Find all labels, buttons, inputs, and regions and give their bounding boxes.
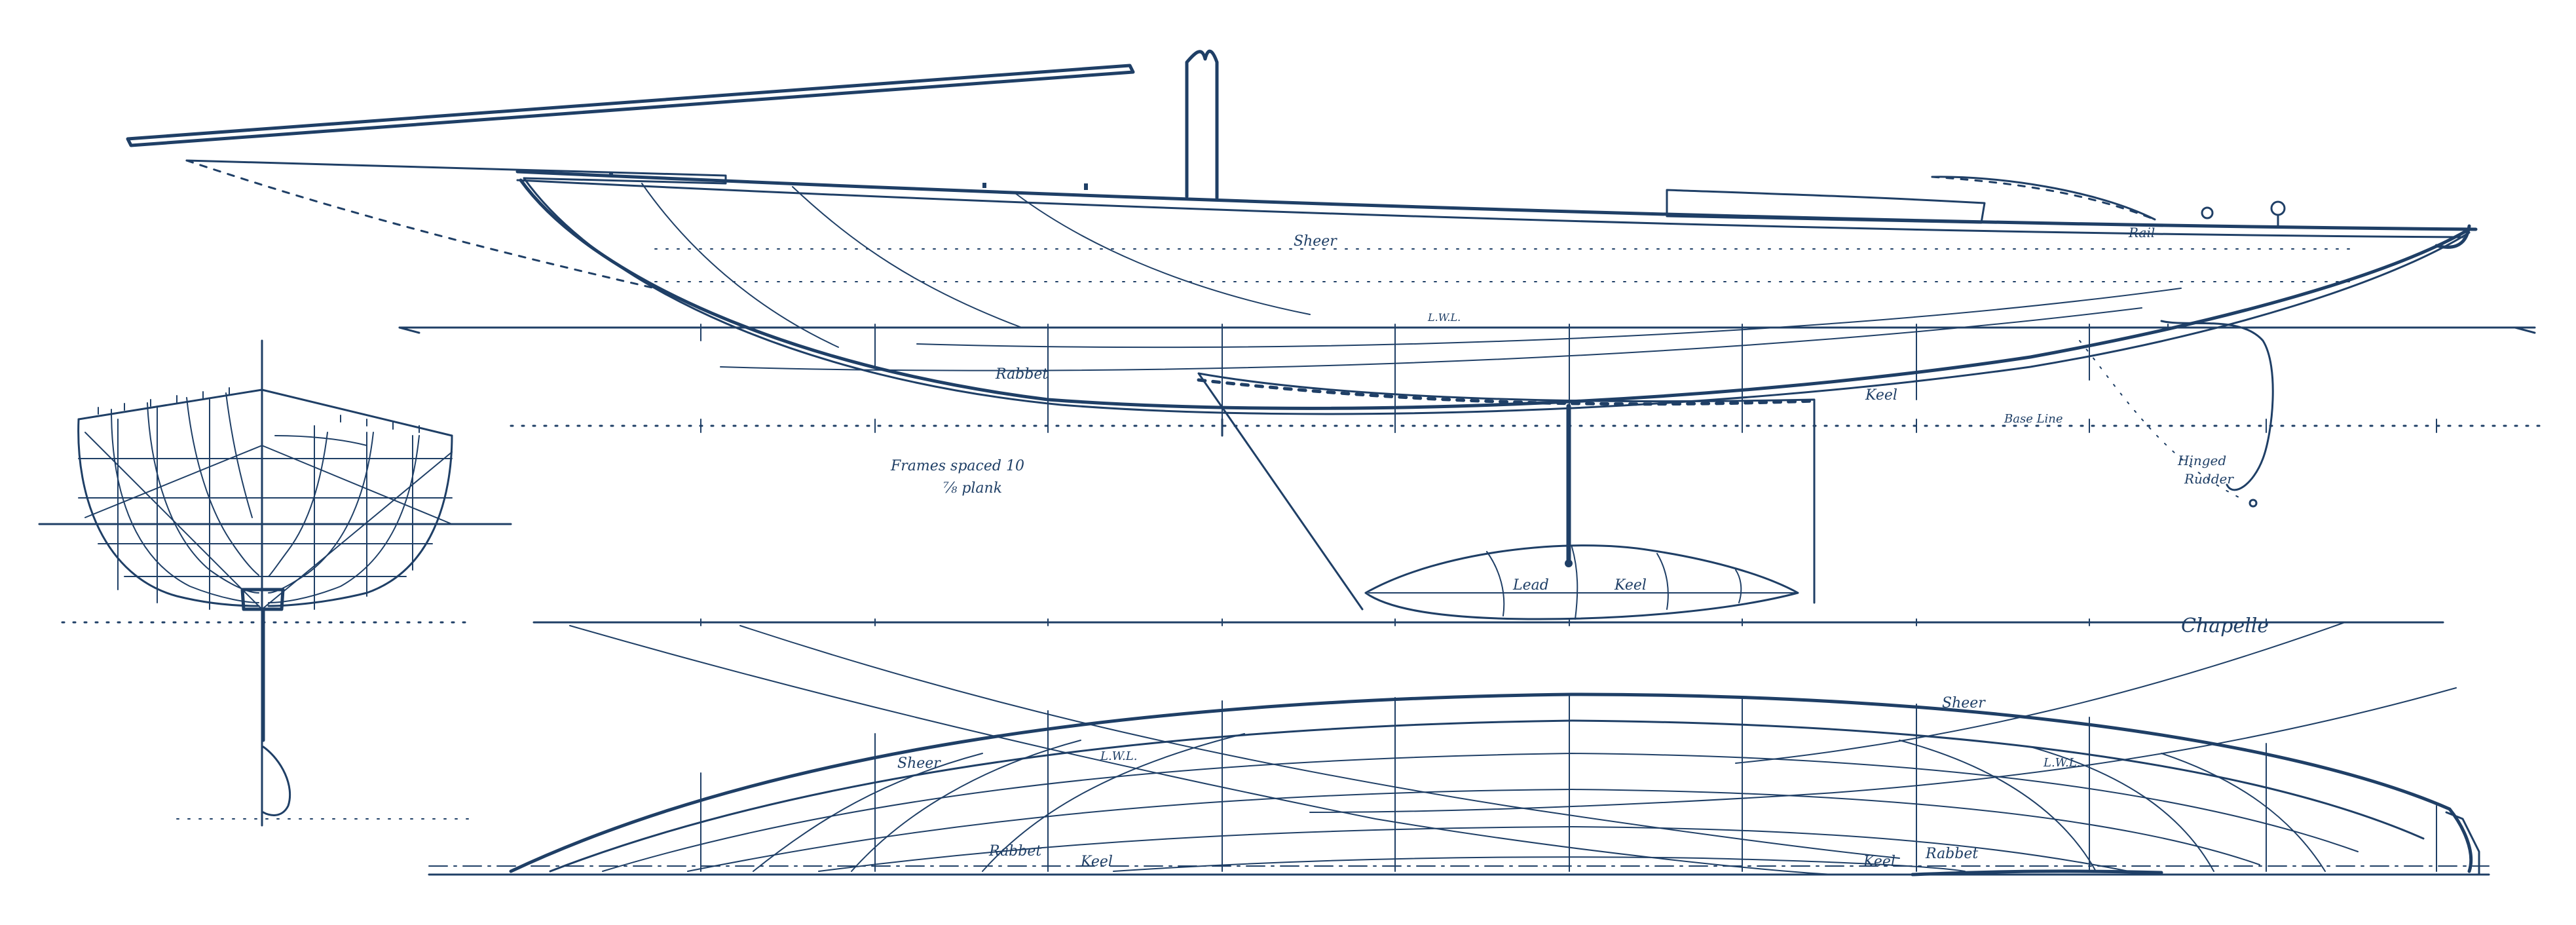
profile-stations xyxy=(1047,324,2169,433)
base-line-ticks xyxy=(700,419,2437,433)
body-plan-section-fwd-top xyxy=(274,435,367,446)
annotations: Sheer Rail L.W.L. Rabbet Keel Base Line … xyxy=(890,225,2269,870)
plan-waterline-3 xyxy=(687,789,2260,872)
plan-stations xyxy=(700,695,2437,872)
label-keel-plan-left: Keel xyxy=(1080,854,1113,870)
plan-diagonal-3 xyxy=(1309,687,2457,813)
plan-keel-strip xyxy=(1911,869,2163,877)
plan-diagonal-4 xyxy=(1735,622,2345,764)
mast xyxy=(1185,49,1219,200)
label-sheer-plan-left: Sheer xyxy=(897,755,941,772)
label-lead: Lead xyxy=(1512,577,1549,594)
half-breadth-plan xyxy=(428,622,2490,877)
lead-bulb-sections xyxy=(1486,546,1742,620)
bowsprit-bitts xyxy=(185,159,727,185)
body-plan-keel xyxy=(240,588,285,611)
label-rudder: Rudder xyxy=(2184,471,2234,487)
profile-buttock-3 xyxy=(1015,193,1311,315)
stern-cleat xyxy=(2201,206,2214,219)
body-plan-section-fwd-4 xyxy=(268,432,328,577)
keel-bolt-line xyxy=(1197,378,1816,406)
keel-bolt xyxy=(1565,559,1573,567)
profile-view xyxy=(126,49,2543,626)
label-sheer-profile: Sheer xyxy=(1294,233,1337,250)
stern-post-top xyxy=(2270,200,2286,216)
label-rabbet-plan-left: Rabbet xyxy=(988,843,1041,859)
plan-buttock-arcs-fwd xyxy=(753,733,1245,872)
label-sheer-plan-right: Sheer xyxy=(1942,695,1986,711)
profile-buttock-2 xyxy=(792,186,1022,328)
label-keel-section: Keel xyxy=(1614,577,1647,594)
label-frames-spaced: Frames spaced 10 xyxy=(890,458,1024,474)
plan-waterline-1 xyxy=(549,719,2425,873)
hull-profile-bottom xyxy=(519,178,2471,410)
plan-diagonal-2 xyxy=(739,625,1900,859)
body-plan-section-aft-5 xyxy=(225,392,253,518)
body-plan-ticks xyxy=(98,387,420,433)
profile-buttock-lower xyxy=(720,307,2142,371)
profile-waterlines-dotted xyxy=(654,248,2359,282)
profile-stations-fwd xyxy=(700,324,876,368)
label-lwl-plan-right: L.W.L. xyxy=(2043,756,2080,770)
body-plan-section-fwd-3 xyxy=(268,432,374,594)
body-plan-rudder xyxy=(262,746,291,816)
body-plan-section-aft-1 xyxy=(77,418,260,607)
label-lwl-plan-left: L.W.L. xyxy=(1100,749,1137,763)
tiller xyxy=(1931,176,2156,221)
plan-waterline-4 xyxy=(818,826,2129,872)
label-lwl-profile: L.W.L. xyxy=(1427,311,1461,324)
body-plan xyxy=(38,339,512,827)
body-plan-buttocks xyxy=(117,399,413,610)
plan-waterline-5 xyxy=(1113,856,1966,872)
profile-buttock-mid xyxy=(916,288,2182,349)
bowsprit xyxy=(126,64,1135,147)
label-rail: Rail xyxy=(2128,225,2155,240)
profile-buttock-1 xyxy=(641,183,839,348)
fin-keel-outline xyxy=(1197,372,1816,611)
plan-transom xyxy=(2445,811,2480,876)
forestay-line xyxy=(185,159,656,290)
label-plank: ⅞ plank xyxy=(943,480,1002,497)
lead-ballast-bulb xyxy=(1364,544,1799,620)
body-plan-section-aft-2 xyxy=(111,409,259,603)
hull-profile-rabbet xyxy=(523,177,2471,415)
plan-diagonal-1 xyxy=(569,625,1835,875)
label-keel-plan-right: Keel xyxy=(1863,854,1895,870)
tiller-line xyxy=(1931,176,2156,221)
hinged-rudder xyxy=(2160,320,2274,491)
body-plan-section-fwd-2 xyxy=(268,435,420,603)
plan-sheer xyxy=(509,692,2473,873)
rail-line xyxy=(515,170,2478,231)
plan-waterline-2 xyxy=(602,753,2359,872)
label-base-line: Base Line xyxy=(2004,412,2063,426)
cabin-trunk xyxy=(1666,189,1986,224)
label-rabbet-plan-right: Rabbet xyxy=(1925,846,1978,862)
rudder-pintle xyxy=(2249,499,2258,508)
lwl-end-marks xyxy=(398,326,2536,334)
body-plan-section-fwd-1 xyxy=(267,434,453,607)
label-hinged: Hinged xyxy=(2177,453,2226,468)
datum-ticks xyxy=(700,618,2267,626)
label-rabbet-profile: Rabbet xyxy=(995,366,1048,383)
body-plan-diagonals xyxy=(84,432,453,610)
label-signature: Chapelle xyxy=(2181,614,2269,637)
body-plan-waterlines xyxy=(78,458,453,577)
sheer-line xyxy=(516,179,2464,238)
label-keel-profile: Keel xyxy=(1865,387,1897,404)
body-plan-sheer-line xyxy=(77,388,453,437)
body-plan-section-aft-4 xyxy=(186,397,259,576)
plan-buttock-arcs-aft xyxy=(1899,740,2326,872)
